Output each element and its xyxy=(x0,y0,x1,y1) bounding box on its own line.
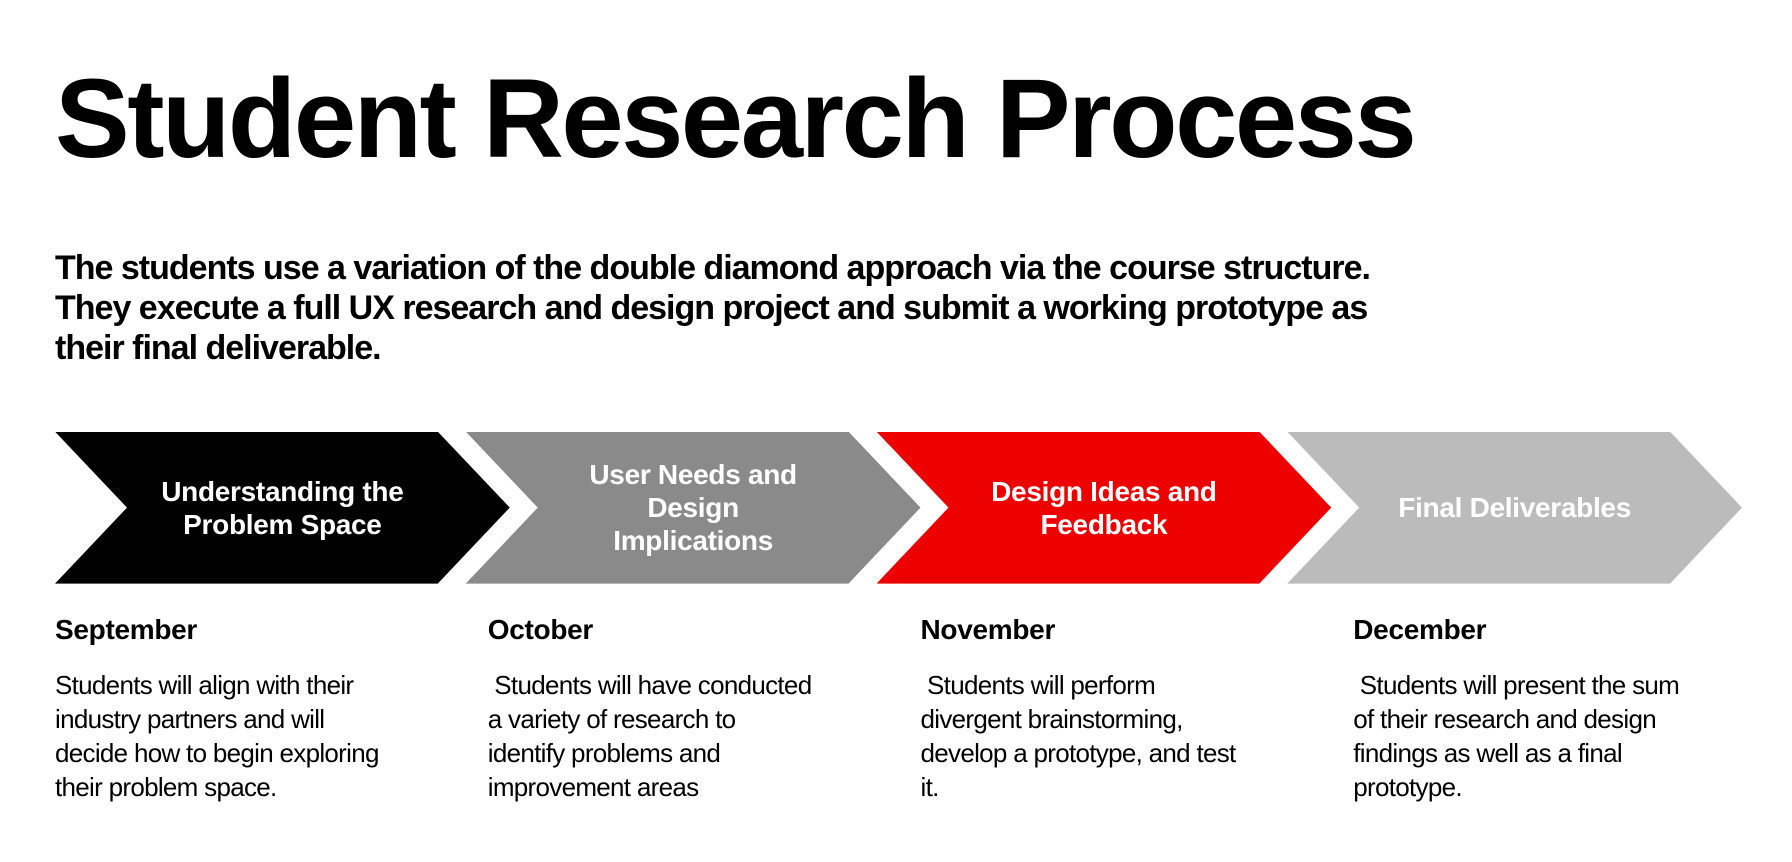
stage-arrow-design-ideas-feedback: Design Ideas and Feedback xyxy=(877,432,1332,584)
month-column-september: September Students will align with their… xyxy=(55,614,444,804)
stage-arrow-user-needs-design-implications: User Needs and Design Implications xyxy=(466,432,921,584)
month-column-november: November Students will perform divergent… xyxy=(921,614,1310,804)
month-description: Students will have conducted a variety o… xyxy=(487,669,812,802)
month-column-october: October Students will have conducted a v… xyxy=(488,614,877,804)
month-heading: December xyxy=(1353,613,1487,645)
month-description: Students will present the sum of their r… xyxy=(1353,669,1680,802)
month-heading: November xyxy=(920,613,1056,645)
month-columns-row: September Students will align with their… xyxy=(55,614,1742,804)
stage-arrow-label: Understanding the Problem Space xyxy=(161,475,404,540)
stage-arrow-final-deliverables: Final Deliverables xyxy=(1287,432,1742,584)
month-column-december: December Students will present the sum o… xyxy=(1353,614,1742,804)
stage-arrow-label: Final Deliverables xyxy=(1398,492,1631,524)
stage-arrow-label: User Needs and Design Implications xyxy=(589,459,797,557)
month-heading: October xyxy=(487,613,594,645)
process-arrows-row: Understanding the Problem Space User Nee… xyxy=(55,432,1742,584)
stage-arrow-label: Design Ideas and Feedback xyxy=(991,475,1217,540)
page-title: Student Research Process xyxy=(55,56,1417,181)
month-description: Students will align with their industry … xyxy=(55,669,379,802)
intro-text: The students use a variation of the doub… xyxy=(55,248,1371,367)
month-heading: September xyxy=(55,613,198,645)
month-description: Students will perform divergent brainsto… xyxy=(920,669,1237,802)
stage-arrow-understanding-problem-space: Understanding the Problem Space xyxy=(55,432,510,584)
